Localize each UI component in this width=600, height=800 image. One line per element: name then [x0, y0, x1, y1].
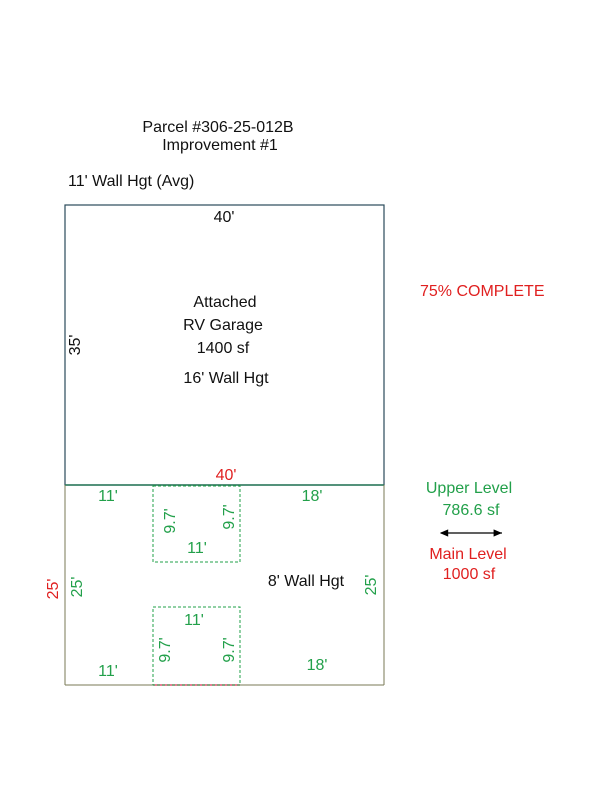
house-wall-height: 8' Wall Hgt	[268, 573, 345, 590]
garage-bottom-dimension: 40'	[216, 467, 237, 484]
garage-wall-height: 16' Wall Hgt	[183, 370, 269, 387]
garage-label-line1: Attached	[193, 294, 256, 311]
upper-level-top-box	[152, 485, 241, 563]
garage-label-line2: RV Garage	[183, 317, 263, 334]
parcel-number: Parcel #306-25-012B	[142, 119, 293, 136]
improvement-number: Improvement #1	[162, 137, 278, 154]
main-level-label: Main Level	[429, 546, 506, 563]
house-top-right-dimension: 18'	[302, 488, 323, 505]
top-box-left-dimension: 9.7'	[162, 508, 179, 533]
garage-left-dimension: 35'	[67, 335, 84, 356]
upper-level-label: Upper Level	[426, 480, 512, 497]
house-bottom-left-dimension: 11'	[98, 663, 118, 680]
top-box-bottom-dimension: 11'	[187, 540, 207, 557]
bottom-box-right-dimension: 9.7'	[221, 637, 238, 662]
upper-level-area: 786.6 sf	[443, 502, 500, 519]
main-level-area: 1000 sf	[443, 566, 496, 583]
bottom-box-left-dimension: 9.7'	[157, 637, 174, 662]
top-box-right-dimension: 9.7'	[221, 504, 238, 529]
house-outer-left-dimension: 25'	[45, 579, 62, 600]
bottom-box-top-dimension: 11'	[184, 612, 204, 629]
garage-area: 1400 sf	[197, 340, 250, 357]
house-bottom-right-dimension: 18'	[307, 657, 328, 674]
upper-level-bottom-box	[152, 606, 241, 686]
completion-status: 75% COMPLETE	[420, 283, 544, 300]
house-inner-left-dimension: 25'	[69, 577, 86, 598]
garage-top-dimension: 40'	[214, 209, 235, 226]
average-wall-height: 11' Wall Hgt (Avg)	[68, 173, 194, 190]
house-right-dimension: 25'	[363, 575, 380, 596]
house-top-left-dimension: 11'	[98, 488, 118, 505]
